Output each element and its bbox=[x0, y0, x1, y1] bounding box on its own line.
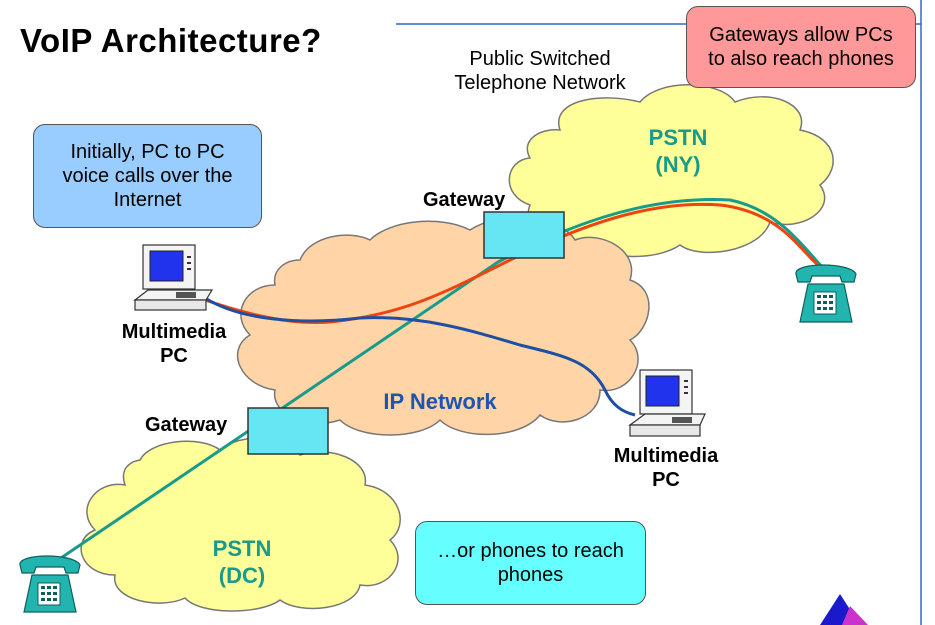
corner-logo-icon bbox=[820, 594, 868, 625]
gateways-callout: Gateways allow PCs to also reach phones bbox=[686, 6, 916, 88]
pstn-ny-label-line-2: (NY) bbox=[655, 152, 701, 177]
ip-network-label: IP Network bbox=[383, 389, 497, 414]
telephone-dc-icon[interactable] bbox=[19, 555, 81, 613]
multimedia-pc-right-label: Multimedia PC bbox=[604, 444, 728, 492]
pc-to-pc-callout: Initially, PC to PC voice calls over the… bbox=[33, 124, 262, 228]
pstn-ny-label-line-1: PSTN bbox=[648, 125, 708, 150]
multimedia-pc-right-label-line-1: Multimedia bbox=[613, 445, 719, 467]
pc-to-pc-callout-line-1: Initially, PC to PC bbox=[70, 141, 225, 163]
pstn-caption-line-2: Telephone Network bbox=[454, 72, 626, 94]
multimedia-pc-left-label: Multimedia PC bbox=[112, 320, 236, 368]
gateways-callout-line-2: to also reach phones bbox=[708, 48, 894, 70]
multimedia-pc-left-icon[interactable] bbox=[133, 244, 214, 311]
page-title: VoIP Architecture? bbox=[20, 22, 322, 59]
multimedia-pc-left-label-line-1: Multimedia bbox=[121, 321, 227, 343]
pstn-dc-label-line-2: (DC) bbox=[218, 563, 266, 588]
phones-callout: …or phones to reach phones bbox=[415, 521, 646, 605]
gateway-bottom-box[interactable] bbox=[247, 407, 329, 455]
pstn-caption: Public Switched Telephone Network bbox=[440, 47, 640, 95]
multimedia-pc-right-label-line-2: PC bbox=[652, 469, 680, 491]
ip-network-cloud bbox=[236, 216, 650, 436]
gateway-top-box[interactable] bbox=[483, 211, 565, 259]
pc-to-pc-path bbox=[204, 296, 636, 417]
gateway-top-label: Gateway bbox=[423, 189, 506, 211]
pstn-dc-label-line-1: PSTN bbox=[212, 536, 272, 561]
pc-to-pc-callout-line-3: Internet bbox=[113, 189, 182, 211]
pstn-caption-line-1: Public Switched bbox=[469, 48, 611, 70]
phones-callout-line-1: …or phones to reach bbox=[437, 540, 624, 562]
multimedia-pc-right-icon[interactable] bbox=[628, 369, 706, 437]
multimedia-pc-left-label-line-2: PC bbox=[160, 345, 188, 367]
phones-callout-line-2: phones bbox=[497, 564, 564, 586]
gateway-bottom-label: Gateway bbox=[145, 414, 228, 436]
pstn-dc-label: PSTN (DC) bbox=[192, 535, 292, 589]
telephone-ny-icon[interactable] bbox=[795, 264, 857, 323]
gateways-callout-line-1: Gateways allow PCs bbox=[709, 24, 893, 46]
pc-to-pc-callout-line-2: voice calls over the bbox=[62, 165, 233, 187]
pstn-ny-label: PSTN (NY) bbox=[628, 124, 728, 178]
